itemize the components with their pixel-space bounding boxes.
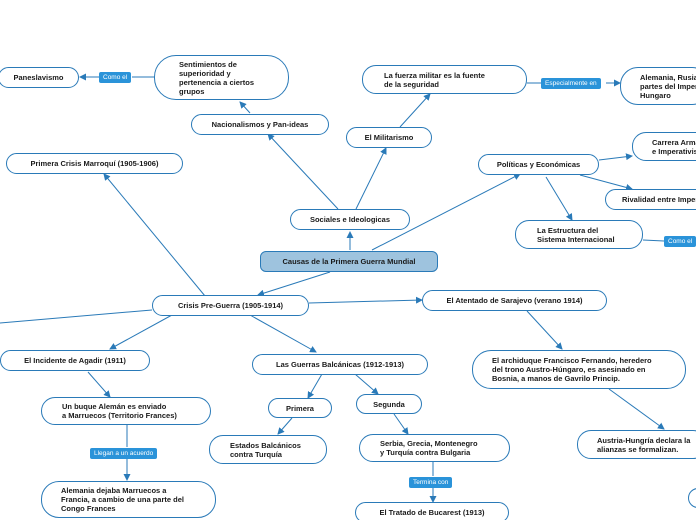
edge-estructura-como xyxy=(642,239,665,242)
edge-root-politicas xyxy=(371,173,521,251)
tag-especialmente-label: Especialmente en xyxy=(545,80,597,87)
edge-politicas-carrera xyxy=(598,153,633,161)
node-paneslavismo[interactable]: Paneslavismo xyxy=(0,67,79,88)
edge-atentado-archiduque xyxy=(526,310,563,350)
node-militarismo-label: El Militarismo xyxy=(364,133,414,142)
node-alemania-dejaba[interactable]: Alemania dejaba Marruecos a Francia, a c… xyxy=(41,481,216,518)
tag-termina: Termina con xyxy=(409,477,453,488)
node-carrera[interactable]: Carrera Armamentista e Imperativista xyxy=(632,132,696,161)
node-archiduque-label: El archiduque Francisco Fernando, herede… xyxy=(492,356,652,383)
tag-especialmente: Especialmente en xyxy=(541,78,601,89)
edge-segunda-serbia xyxy=(393,413,409,435)
node-sentimientos[interactable]: Sentimientos de superioridad y pertenenc… xyxy=(154,55,289,100)
tag-como-el-1-label: Como el xyxy=(103,74,128,81)
node-atentado[interactable]: El Atentado de Sarajevo (verano 1914) xyxy=(422,290,607,311)
node-rivalidad-label: Rivalidad entre Imperios xyxy=(622,195,696,204)
node-buque[interactable]: Un buque Alemán es enviado a Marruecos (… xyxy=(41,397,211,425)
node-austria[interactable]: Austria-Hungría declara la alianzas se f… xyxy=(577,430,696,459)
node-segunda[interactable]: Segunda xyxy=(356,394,422,414)
node-serbia[interactable]: Serbia, Grecia, Montenegro y Turquía con… xyxy=(359,434,510,462)
node-sociales[interactable]: Sociales e Ideologicas xyxy=(290,209,410,230)
node-estados[interactable]: Estados Balcánicos contra Turquía xyxy=(209,435,327,464)
node-balcanicas-label: Las Guerras Balcánicas (1912-1913) xyxy=(276,360,404,369)
node-alemania-rusia-label: Alemania, Rusia y partes del Imperio Hun… xyxy=(640,72,696,100)
edge-politicas-rivalidad xyxy=(579,174,633,191)
edge-root-crisis xyxy=(257,271,331,297)
node-primera[interactable]: Primera xyxy=(268,398,332,418)
edge-primera-estados xyxy=(277,417,293,435)
node-paneslavismo-label: Paneslavismo xyxy=(13,73,64,82)
node-fuerza-label: La fuerza militar es la fuente de la seg… xyxy=(384,70,485,89)
node-serbia-label: Serbia, Grecia, Montenegro y Turquía con… xyxy=(380,439,478,457)
node-politicas[interactable]: Políticas y Económicas xyxy=(478,154,599,175)
edge-crisis-agadir xyxy=(109,314,173,350)
edge-archiduque-austria xyxy=(608,388,665,430)
node-fuerza[interactable]: La fuerza militar es la fuente de la seg… xyxy=(362,65,527,94)
node-crisis-marroqui[interactable]: Primera Crisis Marroquí (1905-1906) xyxy=(6,153,183,174)
node-primera-label: Primera xyxy=(286,403,314,413)
tag-como-el-1: Como el xyxy=(99,72,132,83)
tag-como-el-2-label: Como el xyxy=(668,238,693,245)
node-alemania-dejaba-label: Alemania dejaba Marruecos a Francia, a c… xyxy=(61,486,184,513)
node-sociales-label: Sociales e Ideologicas xyxy=(309,215,391,224)
root-node[interactable]: Causas de la Primera Guerra Mundial xyxy=(260,251,438,272)
node-crisis-pre-label: Crisis Pre-Guerra (1905-1914) xyxy=(177,301,284,310)
edge-sociales-militarismo xyxy=(355,147,387,210)
tag-llegan: Llegan a un acuerdo xyxy=(90,448,158,459)
edge-nacionalismos-sentimientos xyxy=(239,101,251,114)
node-tratado[interactable]: El Tratado de Bucarest (1913) xyxy=(355,502,509,520)
node-segunda-label: Segunda xyxy=(373,399,405,409)
node-alemania-rusia[interactable]: Alemania, Rusia y partes del Imperio Hun… xyxy=(620,67,696,105)
node-tratado-label: El Tratado de Bucarest (1913) xyxy=(379,508,485,517)
node-crisis-pre[interactable]: Crisis Pre-Guerra (1905-1914) xyxy=(152,295,309,316)
node-rivalidad[interactable]: Rivalidad entre Imperios xyxy=(605,189,696,210)
node-nacionalismos[interactable]: Nacionalismos y Pan-ideas xyxy=(191,114,329,135)
edge-politicas-estructura xyxy=(545,176,573,221)
node-sentimientos-label: Sentimientos de superioridad y pertenenc… xyxy=(179,59,255,96)
edge-crisis-atentado xyxy=(308,296,423,304)
node-agadir[interactable]: El Incidente de Agadir (1911) xyxy=(0,350,150,371)
node-crisis-marroqui-label: Primera Crisis Marroquí (1905-1906) xyxy=(30,159,159,168)
node-militarismo[interactable]: El Militarismo xyxy=(346,127,432,148)
edge-balcanicas-segunda xyxy=(354,373,379,395)
node-nacionalismos-label: Nacionalismos y Pan-ideas xyxy=(211,120,309,129)
edge-crisis-offscreen xyxy=(0,309,153,324)
edge-balcanicas-primera xyxy=(307,373,323,399)
node-estructura-label: La Estructura del Sistema Internacional xyxy=(537,225,615,244)
node-agadir-label: El Incidente de Agadir (1911) xyxy=(24,356,126,365)
tag-termina-label: Termina con xyxy=(413,479,449,486)
node-buque-label: Un buque Alemán es enviado a Marruecos (… xyxy=(62,402,177,420)
node-estados-label: Estados Balcánicos contra Turquía xyxy=(230,440,301,459)
root-node-label: Causas de la Primera Guerra Mundial xyxy=(282,257,416,266)
node-archiduque[interactable]: El archiduque Francisco Fernando, herede… xyxy=(472,350,686,389)
edge-agadir-buque xyxy=(87,371,111,398)
node-balcanicas[interactable]: Las Guerras Balcánicas (1912-1913) xyxy=(252,354,428,375)
node-carrera-label: Carrera Armamentista e Imperativista xyxy=(652,137,696,156)
tag-llegan-label: Llegan a un acuerdo xyxy=(94,450,154,457)
edge-militarismo-fuerza xyxy=(399,93,431,128)
edge-sociales-nacionalismos xyxy=(267,133,339,210)
node-atentado-label: El Atentado de Sarajevo (verano 1914) xyxy=(446,296,583,305)
node-estructura[interactable]: La Estructura del Sistema Internacional xyxy=(515,220,643,249)
edge-crisis-marroqui xyxy=(103,173,206,297)
tag-como-el-2: Como el xyxy=(664,236,696,247)
edge-crisis-balcanicas xyxy=(249,314,317,353)
node-politicas-label: Políticas y Económicas xyxy=(496,160,581,169)
node-austria-label: Austria-Hungría declara la alianzas se f… xyxy=(597,435,691,454)
